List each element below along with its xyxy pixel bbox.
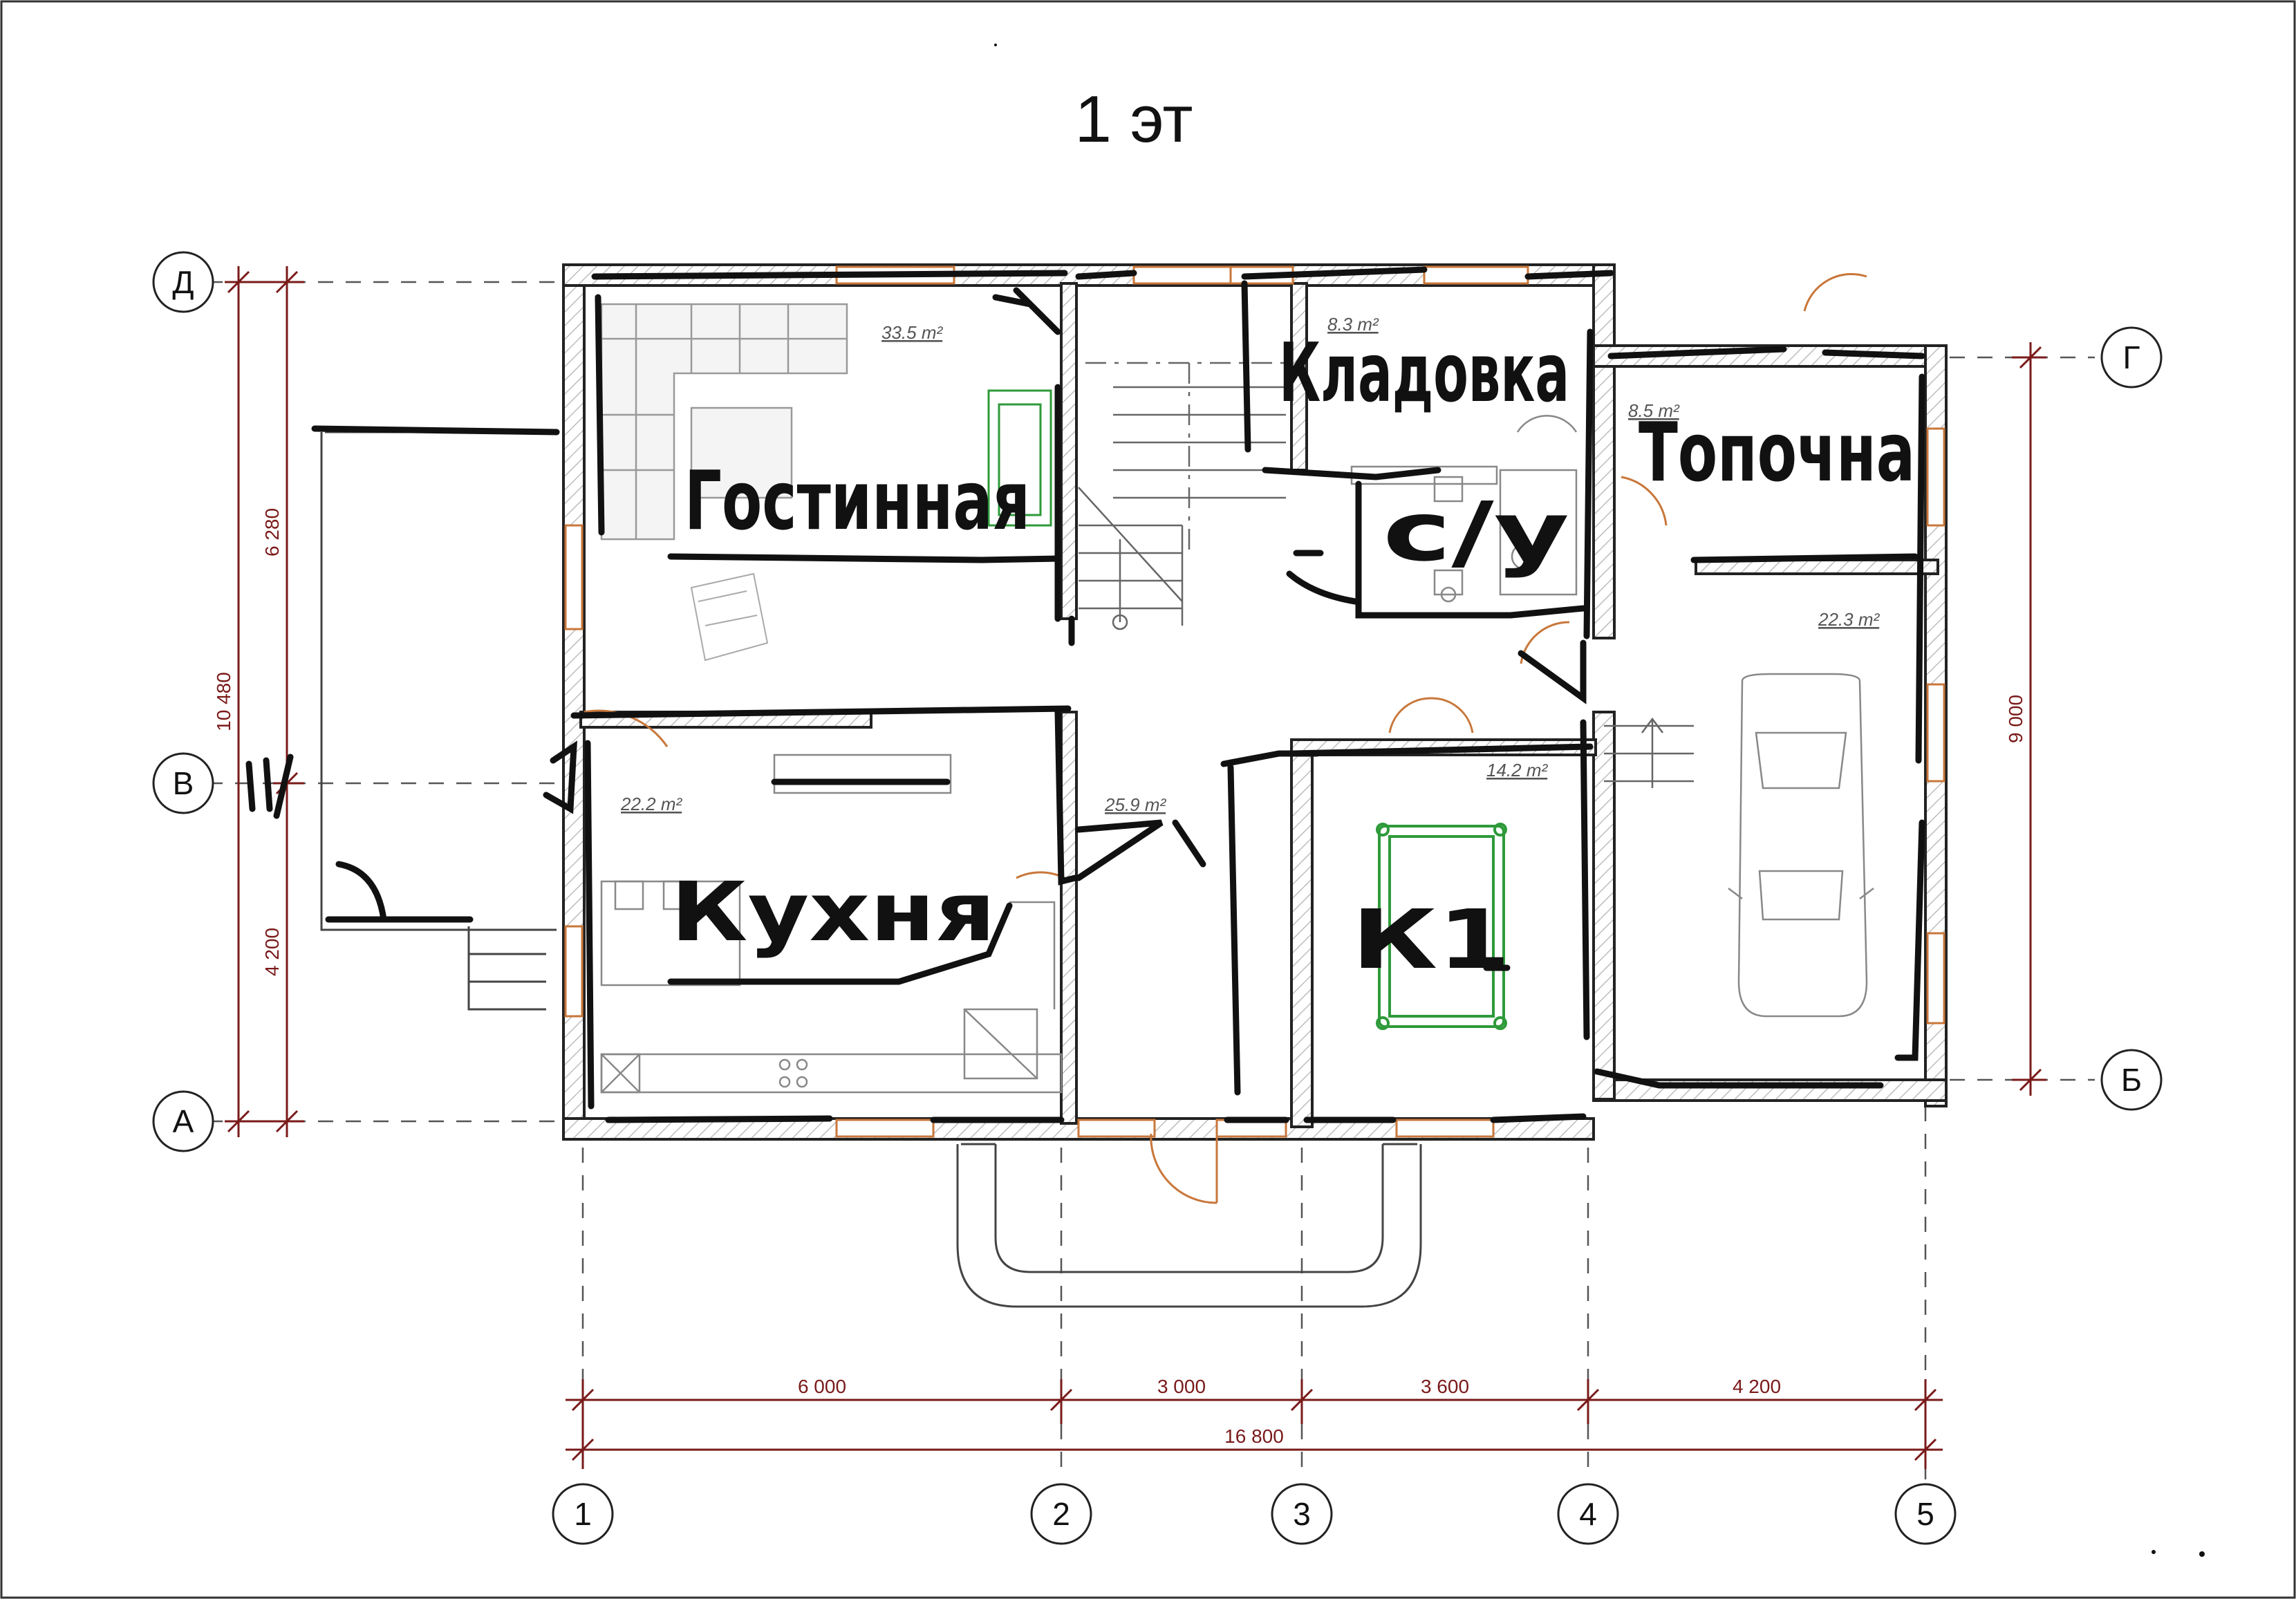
dim-label: 16 800 xyxy=(1224,1425,1284,1447)
windows xyxy=(564,265,1945,1138)
staircase xyxy=(1078,362,1694,788)
axis-label: 1 xyxy=(574,1496,592,1532)
handwritten-boiler: Топочна xyxy=(1639,404,1915,500)
dim-label: 3 000 xyxy=(1157,1376,1206,1397)
dim-label: 6 000 xyxy=(798,1376,846,1397)
axis-bubble-А: А xyxy=(152,1090,214,1152)
axis-bubble-1: 1 xyxy=(552,1483,614,1545)
car xyxy=(1728,673,1874,1018)
axis-label: В xyxy=(173,765,194,801)
billiard-table xyxy=(1376,823,1507,1030)
terrace xyxy=(320,431,1422,1308)
axis-label: 3 xyxy=(1293,1496,1311,1532)
axis-label: А xyxy=(173,1103,194,1139)
axis-bubble-4: 4 xyxy=(1557,1483,1619,1545)
axis-bubble-Г: Г xyxy=(2100,326,2163,389)
axis-label: Г xyxy=(2123,339,2140,375)
floor-title: 1 эт xyxy=(1075,82,1193,156)
axis-bubble-3: 3 xyxy=(1271,1483,1333,1545)
dim-label: 4 200 xyxy=(261,928,283,976)
walls xyxy=(562,263,1948,1141)
area-label-living: 33.5 m² xyxy=(881,322,943,343)
dim-label: 3 600 xyxy=(1421,1376,1469,1397)
handwritten-room: К1 xyxy=(1352,892,1511,987)
axis-bubble-5: 5 xyxy=(1894,1483,1957,1545)
area-label-kitchen: 22.2 m² xyxy=(620,794,682,814)
handwritten-storage: Кладовка xyxy=(1279,325,1569,420)
dim-label: 10 480 xyxy=(213,672,234,731)
area-label-hall: 25.9 m² xyxy=(1104,794,1166,815)
sofa xyxy=(600,303,848,541)
kitchen-furniture xyxy=(600,754,1063,1094)
dim-label: 6 280 xyxy=(261,508,283,557)
area-label-garage: 22.3 m² xyxy=(1818,609,1880,630)
dim-label: 4 200 xyxy=(1733,1376,1781,1397)
armchair xyxy=(690,572,769,662)
axis-label: Б xyxy=(2121,1062,2142,1098)
axis-bubble-Д: Д xyxy=(152,251,214,313)
marker-strokes xyxy=(245,266,1925,1123)
axis-bubble-В: В xyxy=(152,752,214,814)
fireplace xyxy=(987,389,1052,527)
axis-label: 4 xyxy=(1579,1496,1597,1532)
handwritten-living: Гостинная xyxy=(684,453,1030,548)
handwritten-bath: с/у xyxy=(1383,484,1569,579)
axis-label: 5 xyxy=(1916,1496,1934,1532)
handwritten-kitchen: Кухня xyxy=(671,864,996,960)
dim-label: 9 000 xyxy=(2005,695,2026,743)
specks xyxy=(994,44,2205,1557)
axis-bubble-Б: Б xyxy=(2100,1049,2163,1111)
axis-label: Д xyxy=(172,264,194,300)
area-label-boiler: 8.5 m² xyxy=(1628,400,1680,421)
area-label-storage: 8.3 m² xyxy=(1327,314,1379,335)
axis-bubble-2: 2 xyxy=(1030,1483,1092,1545)
area-label-room: 14.2 m² xyxy=(1486,760,1548,780)
door-swings xyxy=(584,272,1867,1204)
axis-label: 2 xyxy=(1052,1496,1070,1532)
dimension-lines xyxy=(225,266,2046,1469)
